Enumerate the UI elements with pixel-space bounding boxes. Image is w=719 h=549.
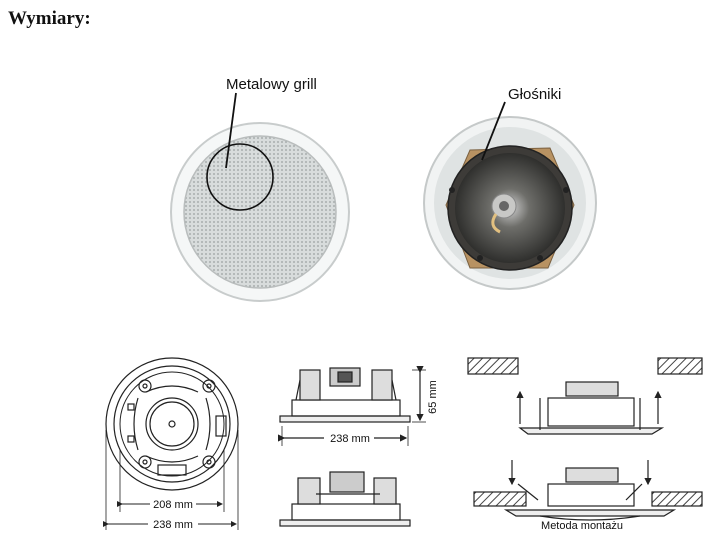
- section-heading: Wymiary:: [8, 8, 91, 29]
- side-view-lower-drawing: [279, 471, 411, 527]
- grill-callout-label: Metalowy grill: [226, 76, 317, 93]
- side-width-dimension: 238 mm: [330, 433, 370, 445]
- speaker-driver-photo: [423, 101, 597, 290]
- side-view-drawing: [278, 366, 426, 446]
- side-height-dimension: 65 mm: [427, 380, 439, 414]
- front-outer-dimension: 238 mm: [153, 519, 193, 531]
- front-inner-dimension: 208 mm: [153, 499, 193, 511]
- speaker-callout-line: [481, 101, 506, 161]
- mounting-caption: Metoda montażu: [541, 520, 623, 532]
- grill-callout-line: [225, 92, 237, 169]
- front-view-drawing: [103, 357, 239, 530]
- grill-speaker-photo: [170, 92, 350, 302]
- speakers-callout-label: Głośniki: [508, 86, 562, 103]
- grill-zoom-circle: [206, 143, 274, 211]
- mounting-method-drawing: [467, 357, 703, 521]
